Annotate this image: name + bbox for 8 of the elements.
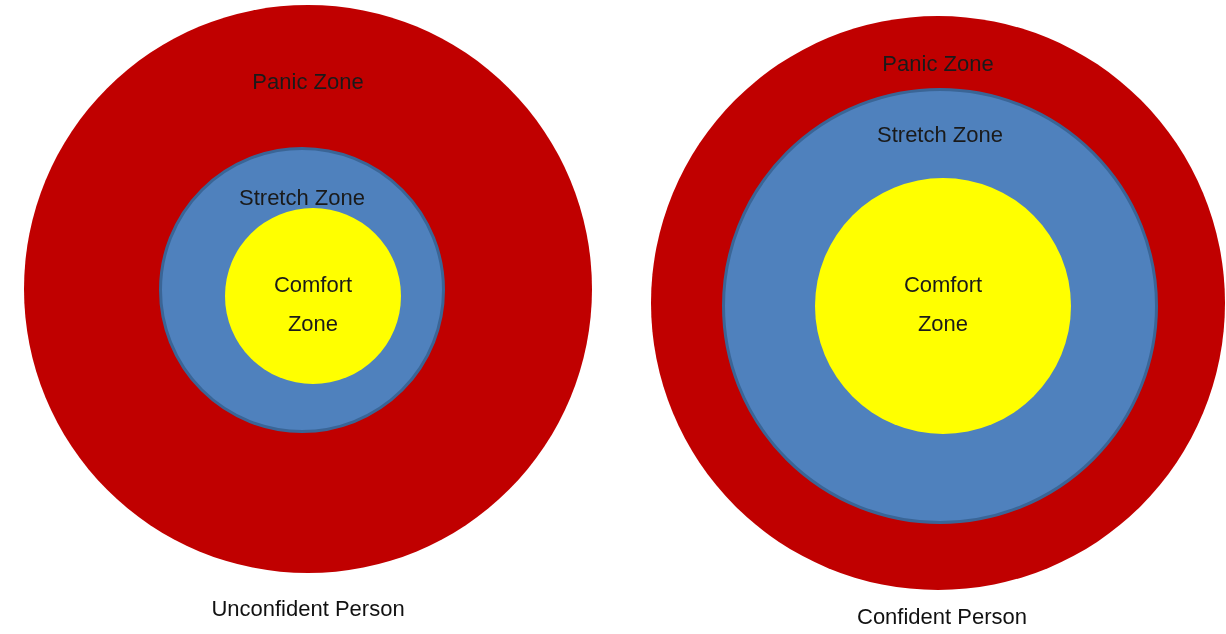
zone-label: Comfort Zone: [272, 270, 354, 337]
zone-label: Confident Person: [857, 604, 1027, 630]
zone-label: Stretch Zone: [238, 183, 366, 212]
zone-label: Panic Zone: [881, 49, 995, 78]
zone-label: Stretch Zone: [876, 120, 1004, 149]
zone-label: Comfort Zone: [902, 270, 984, 337]
zone-label: Panic Zone: [251, 67, 365, 96]
zone-label: Unconfident Person: [211, 596, 405, 622]
